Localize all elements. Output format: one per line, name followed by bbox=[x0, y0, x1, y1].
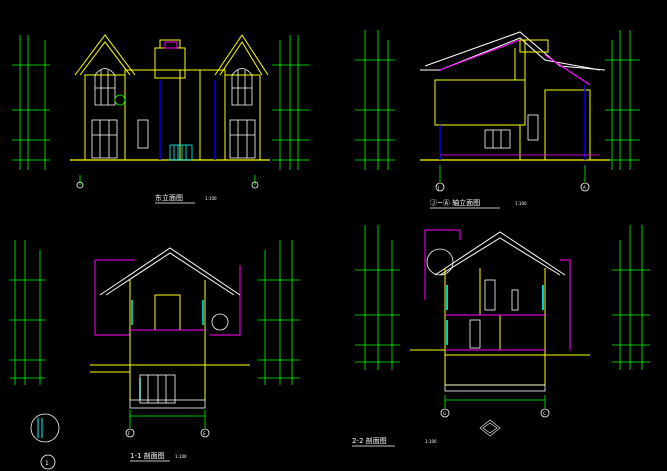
s11-windows bbox=[131, 300, 204, 400]
s11-outline bbox=[94, 259, 241, 336]
section-1-1: F E bbox=[10, 240, 300, 470]
s11-axis-e bbox=[200, 428, 210, 438]
s22-outline bbox=[424, 229, 571, 350]
section-2-2: G C bbox=[352, 225, 650, 447]
detail-symbol-circle bbox=[30, 413, 60, 443]
s22-axis-c-label: C bbox=[543, 411, 546, 416]
east-elevation-scale: 1:100 bbox=[205, 196, 217, 201]
s11-dimensions bbox=[10, 240, 300, 428]
ja-axis-a-label: A bbox=[583, 185, 586, 190]
s11-axis-e-label: E bbox=[203, 431, 206, 436]
s22-details bbox=[444, 279, 546, 392]
east-elevation-title: 东立面图 bbox=[155, 193, 183, 202]
s22-north-mark bbox=[479, 419, 501, 437]
s11-detail-callout bbox=[211, 313, 229, 331]
s22-axis-c bbox=[540, 408, 550, 418]
s22-scale: 1:100 bbox=[425, 439, 437, 444]
ja-roof bbox=[420, 31, 606, 71]
s22-windows bbox=[446, 285, 544, 345]
s22-roof bbox=[434, 231, 566, 276]
s22-floors bbox=[445, 314, 545, 351]
east-axis-left bbox=[76, 181, 84, 189]
s22-axis-g bbox=[440, 408, 450, 418]
ja-walls bbox=[434, 39, 591, 161]
east-elevation-dimensions bbox=[12, 35, 310, 185]
ja-elevation-title: Ⓙ~Ⓐ 轴立面图 bbox=[430, 198, 480, 207]
east-ornament bbox=[114, 94, 126, 106]
detail-index-label: 1 bbox=[45, 460, 49, 467]
east-right-gable bbox=[214, 34, 269, 161]
s11-walls bbox=[90, 280, 250, 400]
ja-axis-j-label: J bbox=[437, 185, 439, 190]
s22-detail-callout bbox=[426, 248, 454, 276]
east-left-gable bbox=[74, 34, 136, 161]
east-elevation: 东立面图 1:100 bbox=[12, 34, 310, 204]
s11-roof bbox=[99, 247, 241, 296]
s22-title: 2-2 剖面图 bbox=[352, 436, 387, 445]
east-windows bbox=[91, 68, 256, 159]
s11-details bbox=[129, 374, 206, 409]
s22-walls bbox=[410, 268, 590, 386]
s22-axis-g-label: G bbox=[443, 411, 446, 416]
ja-roof-edges bbox=[439, 39, 591, 86]
s11-title: 1-1 剖面图 bbox=[130, 451, 165, 460]
detail-index-circle bbox=[40, 454, 56, 470]
s11-axis-f-label: F bbox=[128, 431, 131, 436]
ja-elevation-scale: 1:100 bbox=[515, 201, 527, 206]
east-center-block bbox=[124, 39, 226, 161]
s11-axis-f bbox=[125, 428, 135, 438]
s11-scale: 1:100 bbox=[175, 454, 187, 459]
east-balcony bbox=[169, 144, 193, 161]
detail-symbol-lines bbox=[37, 418, 43, 438]
ja-axis-j bbox=[435, 182, 445, 192]
ja-elevation-dimensions bbox=[355, 30, 640, 182]
j-a-elevation: J A bbox=[355, 30, 640, 209]
east-columns bbox=[159, 80, 216, 160]
east-chimney bbox=[164, 41, 178, 49]
east-axis-right bbox=[251, 181, 259, 189]
ja-columns bbox=[439, 85, 586, 160]
ja-windows bbox=[484, 114, 539, 149]
s22-dimensions bbox=[355, 225, 650, 408]
ja-axis-a bbox=[580, 182, 590, 192]
